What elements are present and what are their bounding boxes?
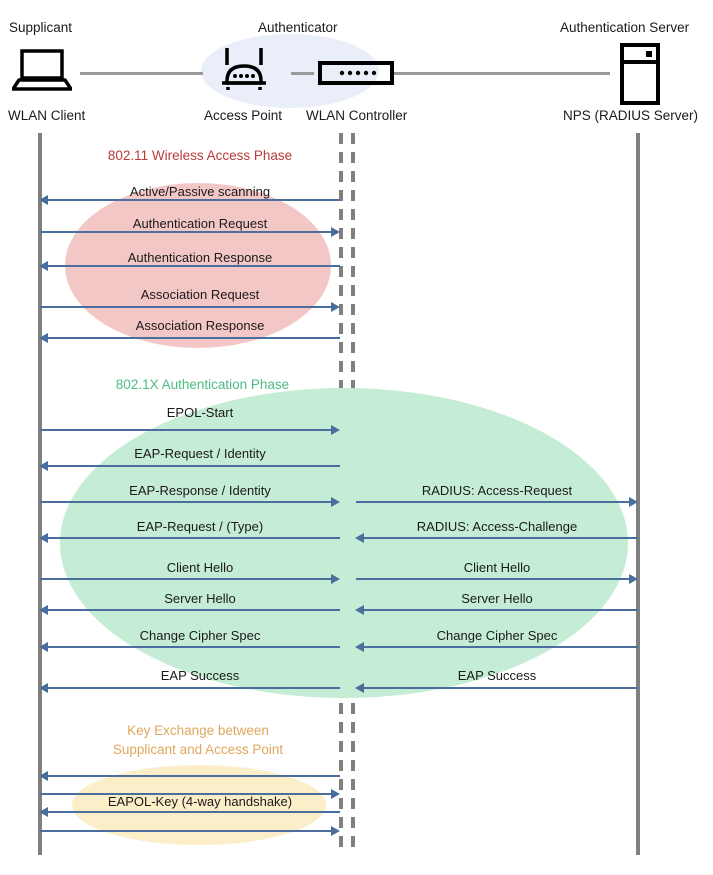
arrowhead-right-icon: [629, 497, 638, 507]
message-label: EAP Success: [160, 668, 240, 683]
arrowhead-left-icon: [39, 771, 48, 781]
message-label: EAP-Request / Identity: [134, 446, 266, 461]
message-label: Change Cipher Spec: [436, 628, 558, 643]
message-label: Change Cipher Spec: [139, 628, 261, 643]
message-label: Client Hello: [463, 560, 531, 575]
arrowhead-left-icon: [355, 683, 364, 693]
message-arrow: [48, 687, 340, 689]
actor-name-access-point: Access Point: [204, 108, 283, 123]
message-arrow: [48, 646, 340, 648]
message-arrow: [48, 811, 340, 813]
message-label: Association Request: [140, 287, 260, 302]
arrowhead-left-icon: [39, 195, 48, 205]
lifeline-authentication-server: [636, 133, 640, 855]
message-arrow: [40, 231, 332, 233]
message-label: RADIUS: Access-Challenge: [416, 519, 578, 534]
phase-key-exchange-label: Key Exchange between Supplicant and Acce…: [112, 723, 284, 757]
server-rack-icon: [620, 43, 660, 105]
arrowhead-right-icon: [331, 497, 340, 507]
message-label: EAP-Response / Identity: [129, 483, 271, 498]
message-arrow: [356, 501, 630, 503]
message-label: EAP-Request / (Type): [136, 519, 264, 534]
arrowhead-right-icon: [331, 826, 340, 836]
message-label: Client Hello: [166, 560, 234, 575]
laptop-icon: [12, 49, 72, 91]
arrowhead-right-icon: [331, 227, 340, 237]
message-arrow: [48, 537, 340, 539]
wire-controller-to-server: [394, 72, 610, 75]
arrowhead-left-icon: [355, 533, 364, 543]
actor-name-wlan-client: WLAN Client: [8, 108, 86, 123]
arrowhead-right-icon: [629, 574, 638, 584]
phase-80211-label: 802.11 Wireless Access Phase: [107, 148, 293, 163]
message-arrow: [364, 646, 638, 648]
arrowhead-right-icon: [331, 302, 340, 312]
message-arrow: [48, 775, 340, 777]
message-arrow: [48, 337, 340, 339]
phase-8021x-label: 802.1X Authentication Phase: [115, 377, 290, 392]
message-label: Association Response: [135, 318, 265, 333]
arrowhead-left-icon: [355, 642, 364, 652]
message-label: Active/Passive scanning: [129, 184, 271, 199]
message-arrow: [48, 265, 340, 267]
message-arrow: [40, 429, 332, 431]
message-label: RADIUS: Access-Request: [421, 483, 573, 498]
arrowhead-left-icon: [39, 261, 48, 271]
message-arrow: [40, 793, 332, 795]
arrowhead-right-icon: [331, 425, 340, 435]
message-arrow: [364, 537, 638, 539]
wireless-router-icon: [222, 48, 266, 90]
actor-name-wlan-controller: WLAN Controller: [306, 108, 408, 123]
arrowhead-left-icon: [39, 333, 48, 343]
message-label: EPOL-Start: [166, 405, 234, 420]
message-arrow: [40, 501, 332, 503]
message-label: Server Hello: [461, 591, 533, 606]
message-arrow: [40, 306, 332, 308]
message-label: EAP Success: [457, 668, 537, 683]
arrowhead-right-icon: [331, 574, 340, 584]
message-label: Server Hello: [164, 591, 236, 606]
message-label: EAPOL-Key (4-way handshake): [107, 794, 293, 809]
wire-ap-to-controller: [291, 72, 314, 75]
wire-client-to-ap: [80, 72, 203, 75]
message-label: Authentication Response: [127, 250, 273, 265]
arrowhead-left-icon: [39, 807, 48, 817]
arrowhead-left-icon: [39, 533, 48, 543]
arrowhead-left-icon: [39, 461, 48, 471]
message-arrow: [40, 578, 332, 580]
message-arrow: [364, 609, 638, 611]
message-arrow: [40, 830, 332, 832]
arrowhead-left-icon: [39, 683, 48, 693]
actor-role-authenticator: Authenticator: [258, 20, 338, 35]
arrowhead-left-icon: [39, 642, 48, 652]
arrowhead-left-icon: [39, 605, 48, 615]
network-switch-icon: [318, 61, 394, 85]
message-arrow: [48, 609, 340, 611]
arrowhead-right-icon: [331, 789, 340, 799]
actor-name-nps-radius-server: NPS (RADIUS Server): [563, 108, 699, 123]
message-arrow: [356, 578, 630, 580]
actor-role-authentication-server: Authentication Server: [560, 20, 690, 35]
message-arrow: [364, 687, 638, 689]
phase-8021x-blob: [60, 388, 628, 698]
message-label: Authentication Request: [132, 216, 268, 231]
message-arrow: [48, 465, 340, 467]
message-arrow: [48, 199, 340, 201]
actor-role-supplicant: Supplicant: [9, 20, 73, 35]
arrowhead-left-icon: [355, 605, 364, 615]
lifeline-supplicant: [38, 133, 42, 855]
